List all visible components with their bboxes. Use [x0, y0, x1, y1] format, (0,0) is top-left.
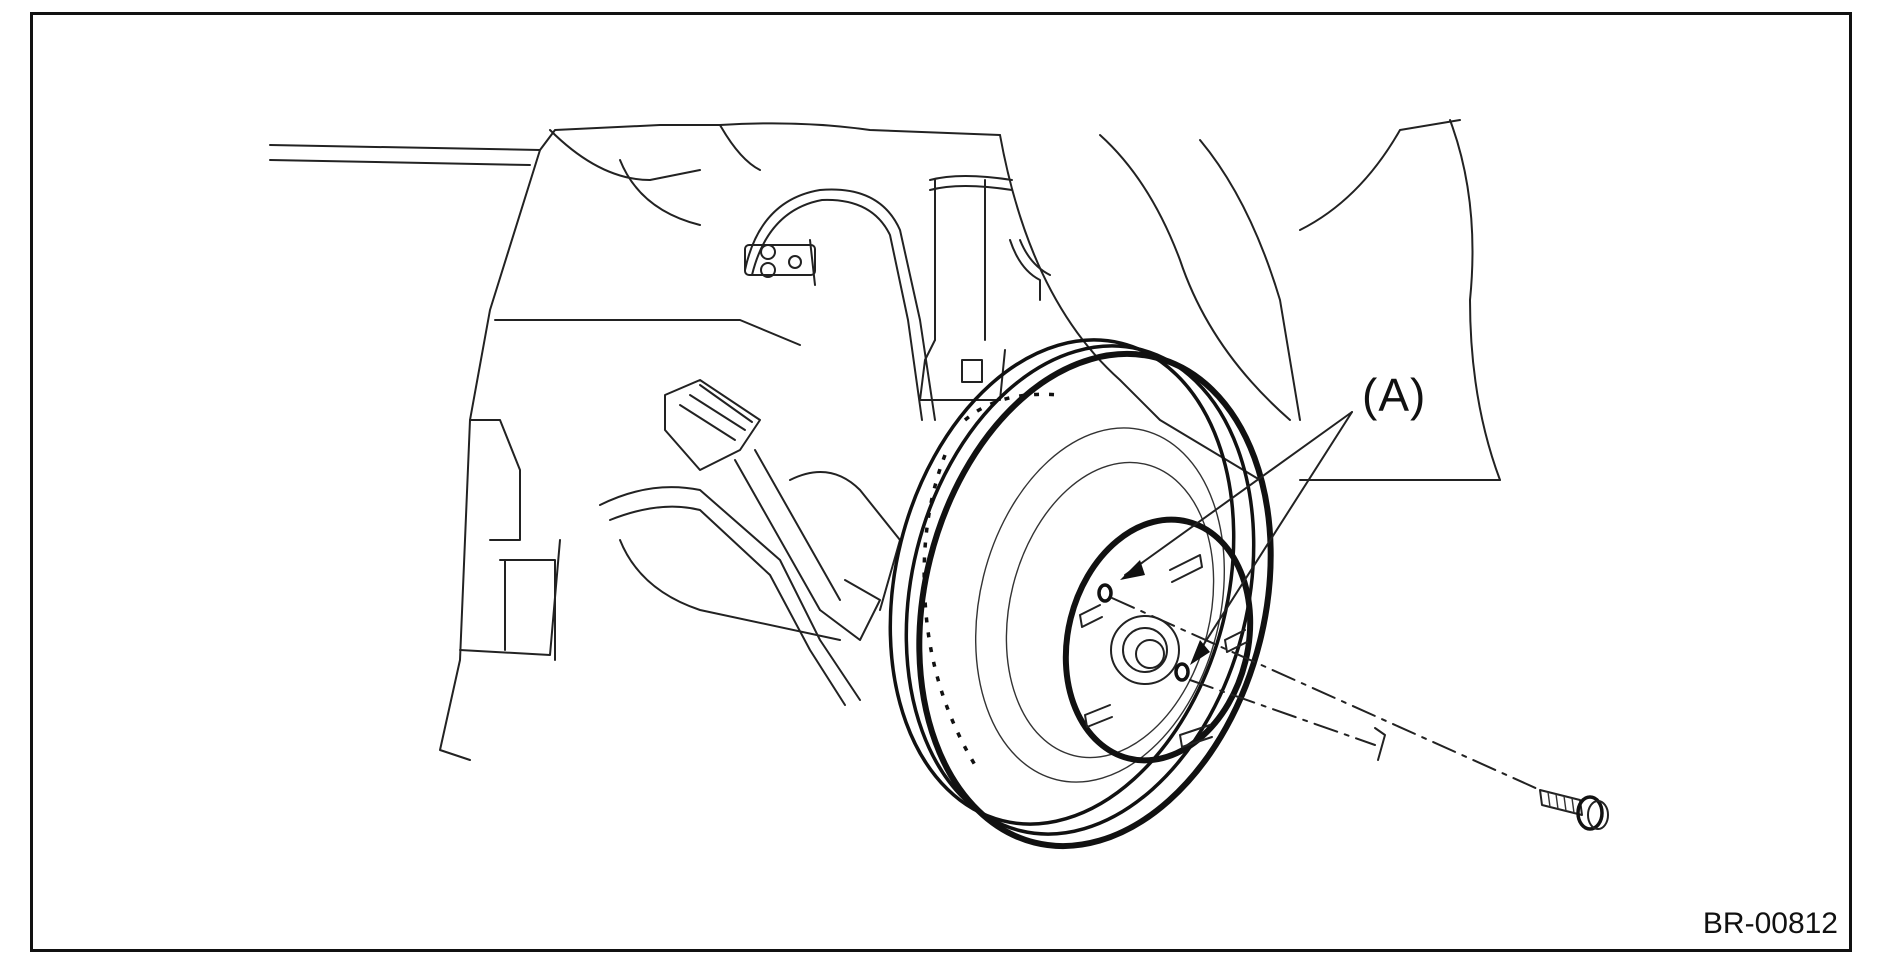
strut [919, 175, 1051, 401]
vehicle-body [269, 119, 1501, 761]
brake-rotor [888, 338, 1274, 850]
callout-label-a: (A) [1362, 369, 1427, 421]
screw-icon [1539, 789, 1609, 831]
figure-code: BR-00812 [1702, 907, 1838, 940]
callout-arrows [1120, 411, 1353, 665]
steering-tie-rod [599, 379, 901, 706]
screw-guide-lines [1111, 597, 1541, 791]
brake-hose [744, 188, 936, 421]
